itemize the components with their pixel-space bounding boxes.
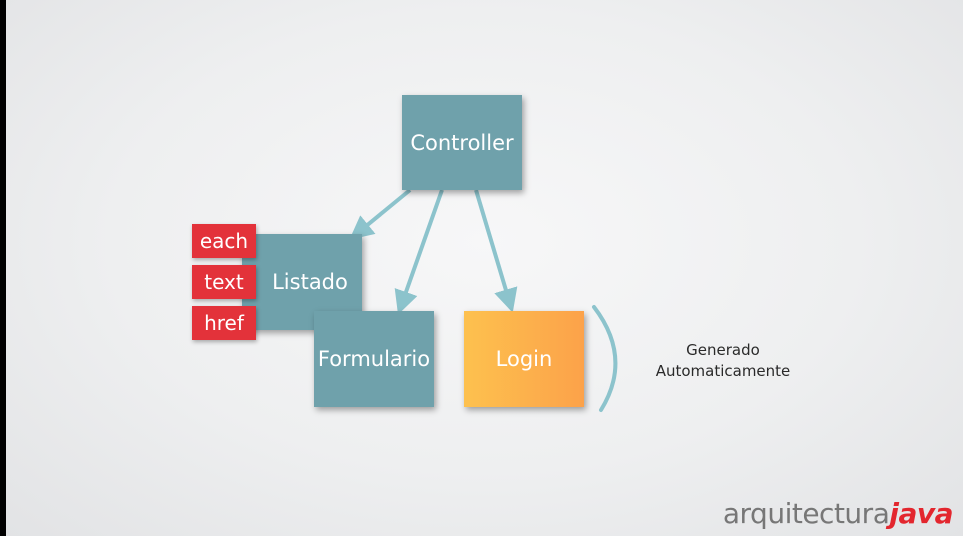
login-node: Login: [464, 311, 584, 407]
listado-node: Listado: [242, 234, 362, 330]
logo-text-java: java: [889, 497, 953, 530]
controller-label: Controller: [410, 130, 514, 155]
tag-each: each: [192, 224, 256, 258]
tag-href: href: [192, 306, 256, 340]
formulario-label: Formulario: [317, 347, 431, 371]
formulario-node: Formulario: [314, 311, 434, 407]
generated-note-line1: Generado: [686, 341, 760, 359]
logo-text-arquitectura: arquitectura: [722, 497, 890, 530]
arrow-controller-to-listado: [349, 188, 412, 240]
generated-note-line2: Automaticamente: [655, 362, 791, 380]
arquitecturajava-logo: arquitecturajava: [722, 497, 954, 530]
login-label: Login: [495, 347, 553, 371]
controller-node: Controller: [402, 95, 522, 190]
generated-note: Generado Automaticamente: [638, 340, 808, 382]
tag-text: text: [192, 265, 256, 299]
slide: Controller Listado Formulario Login each…: [6, 0, 963, 536]
arrows-layer: [349, 188, 618, 412]
arrow-controller-to-formulario: [394, 189, 444, 315]
arrow-controller-to-login: [474, 189, 518, 313]
bracket-generated: [592, 305, 618, 412]
listado-label: Listado: [272, 270, 348, 294]
